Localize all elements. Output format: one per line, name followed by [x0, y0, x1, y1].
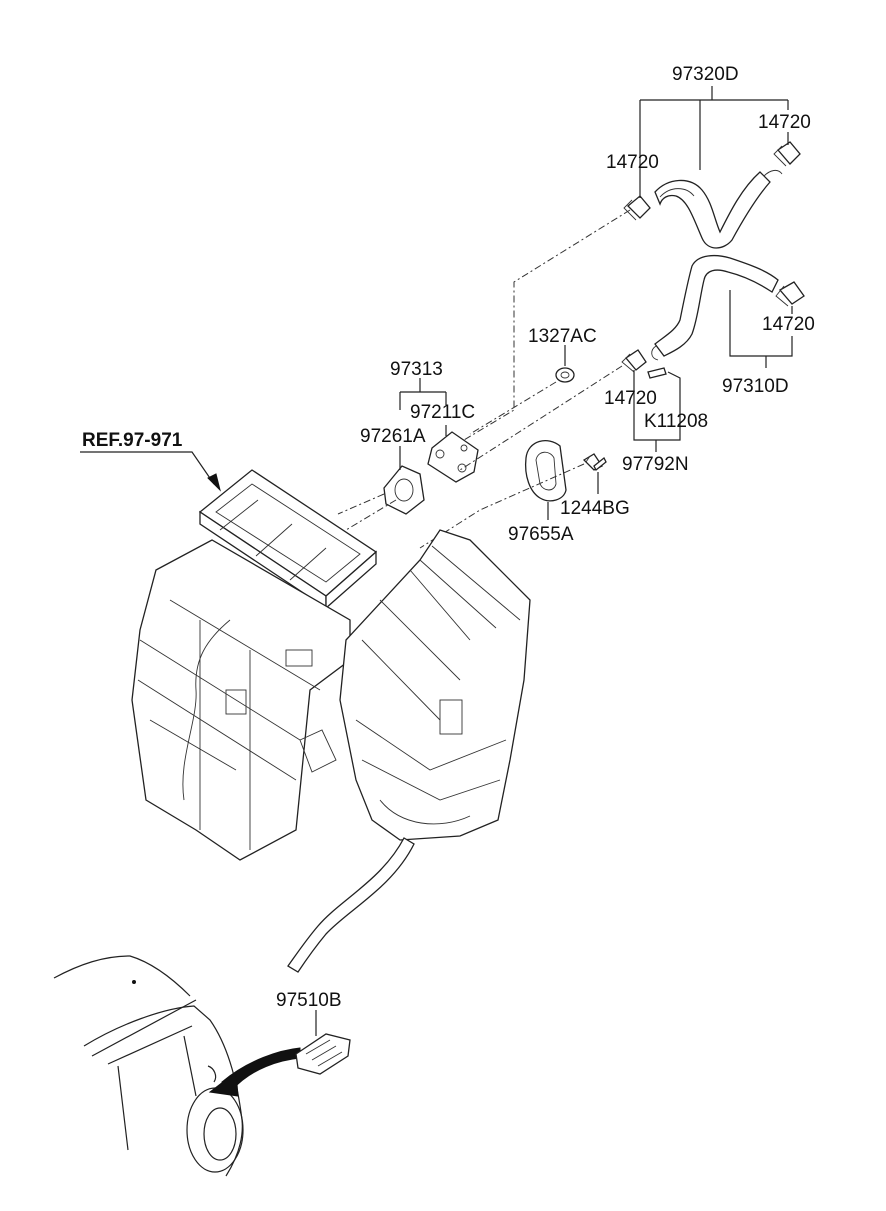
- grommet-97510b[interactable]: [295, 1033, 351, 1075]
- label-97792n: 97792N: [622, 454, 689, 475]
- lower-heater-hose[interactable]: [651, 254, 779, 361]
- clamp-mid[interactable]: [621, 349, 647, 373]
- leader-97792N: [633, 370, 681, 452]
- label-14720-mid: 14720: [604, 388, 657, 409]
- plate-97211c[interactable]: [427, 431, 479, 483]
- clamp-upper-left[interactable]: [623, 195, 651, 221]
- label-97510b: 97510B: [276, 990, 342, 1011]
- clamp-upper-right[interactable]: [773, 141, 801, 167]
- hvac-unit[interactable]: [131, 469, 531, 861]
- label-14720-upper-right: 14720: [758, 112, 811, 133]
- nut-1327ac[interactable]: [555, 367, 575, 383]
- label-1327ac: 1327AC: [528, 326, 597, 347]
- label-k11208: K11208: [644, 411, 708, 432]
- packing-97261a[interactable]: [383, 465, 425, 515]
- label-97313: 97313: [390, 359, 443, 380]
- clamp-lower-right[interactable]: [775, 281, 805, 307]
- ref-pointer: [80, 451, 221, 492]
- vehicle-outline: [53, 955, 244, 1177]
- leader-97310D: [729, 290, 793, 368]
- clip-k11208[interactable]: [647, 367, 667, 379]
- leader-97313: [399, 378, 447, 410]
- seal-97655a[interactable]: [524, 440, 567, 502]
- label-97310d: 97310D: [722, 376, 789, 397]
- label-ref-97-971: REF.97-971: [82, 430, 183, 451]
- label-1244bg: 1244BG: [560, 498, 630, 519]
- leader-97320D: [639, 86, 789, 175]
- drain-hose[interactable]: [287, 837, 415, 973]
- bolt-1244bg[interactable]: [582, 453, 607, 472]
- label-14720-lower-right: 14720: [762, 314, 815, 335]
- label-97320d: 97320D: [672, 64, 739, 85]
- label-97211c: 97211C: [410, 402, 475, 423]
- label-97655a: 97655A: [508, 524, 574, 545]
- label-14720-upper-left: 14720: [606, 152, 659, 173]
- upper-heater-hose[interactable]: [654, 169, 783, 249]
- label-97261a: 97261A: [360, 426, 426, 447]
- location-arrow: [208, 1047, 301, 1097]
